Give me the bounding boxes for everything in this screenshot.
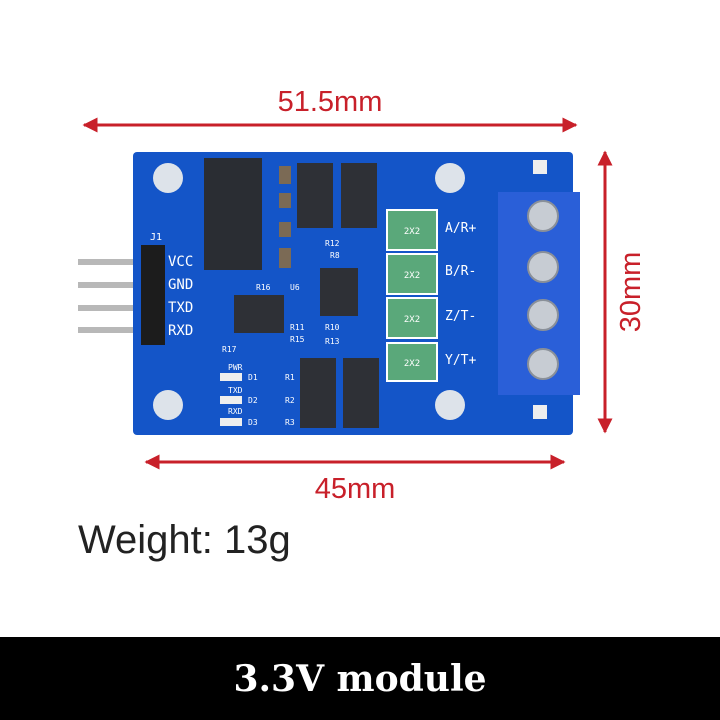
svg-text:R10: R10: [325, 323, 340, 332]
svg-text:TXD: TXD: [168, 300, 193, 316]
svg-text:RXD: RXD: [168, 323, 193, 339]
svg-text:R17: R17: [222, 345, 237, 354]
svg-text:PWR: PWR: [228, 363, 243, 372]
power-components: [234, 163, 379, 428]
svg-text:Y/T+: Y/T+: [445, 353, 476, 368]
svg-text:2X2: 2X2: [404, 227, 420, 237]
svg-text:R16: R16: [256, 283, 271, 292]
svg-text:2X2: 2X2: [404, 315, 420, 325]
svg-text:R15: R15: [290, 335, 305, 344]
terminal-labels: A/R+ B/R- Z/T- Y/T+: [445, 221, 476, 368]
terminal-screws: [527, 200, 559, 380]
bottom-width-label: 45mm: [315, 473, 396, 505]
isolation-module: [204, 158, 262, 270]
capacitors: [279, 166, 291, 268]
height-label: 30mm: [615, 252, 647, 333]
pad: [533, 160, 547, 174]
svg-text:GND: GND: [168, 277, 193, 293]
svg-text:RXD: RXD: [228, 407, 243, 416]
pin-labels: VCC GND TXD RXD: [168, 254, 193, 339]
banner: 3.3V module: [0, 637, 720, 720]
svg-text:Z/T-: Z/T-: [445, 309, 476, 324]
svg-text:B/R-: B/R-: [445, 264, 476, 279]
svg-text:U6: U6: [290, 283, 300, 292]
weight-label: Weight: 13g: [78, 518, 291, 562]
fuses: [386, 209, 438, 382]
svg-text:TXD: TXD: [228, 386, 243, 395]
svg-text:D2: D2: [248, 396, 258, 405]
pad: [533, 405, 547, 419]
fuse-markings: 2X2 2X2 2X2 2X2: [404, 227, 420, 369]
svg-text:2X2: 2X2: [404, 271, 420, 281]
pin-header: [141, 245, 165, 345]
svg-text:R12: R12: [325, 239, 340, 248]
svg-text:R13: R13: [325, 337, 340, 346]
svg-text:2X2: 2X2: [404, 359, 420, 369]
svg-text:R3: R3: [285, 418, 295, 427]
led-labels: PWR TXD RXD D1 D2 D3 R1 R2 R3 R12 R8 R10…: [222, 239, 340, 427]
svg-text:R11: R11: [290, 323, 305, 332]
svg-text:R1: R1: [285, 373, 295, 382]
svg-text:VCC: VCC: [168, 254, 193, 270]
svg-text:R2: R2: [285, 396, 295, 405]
leds: [220, 373, 242, 426]
header-pins: [78, 259, 160, 333]
banner-title: 3.3V module: [233, 657, 487, 700]
svg-text:D1: D1: [248, 373, 258, 382]
header-label: J1: [150, 232, 162, 243]
mounting-holes: [153, 163, 465, 420]
svg-text:A/R+: A/R+: [445, 221, 476, 236]
svg-text:R8: R8: [330, 251, 340, 260]
svg-text:D3: D3: [248, 418, 258, 427]
top-width-label: 51.5mm: [278, 86, 383, 118]
